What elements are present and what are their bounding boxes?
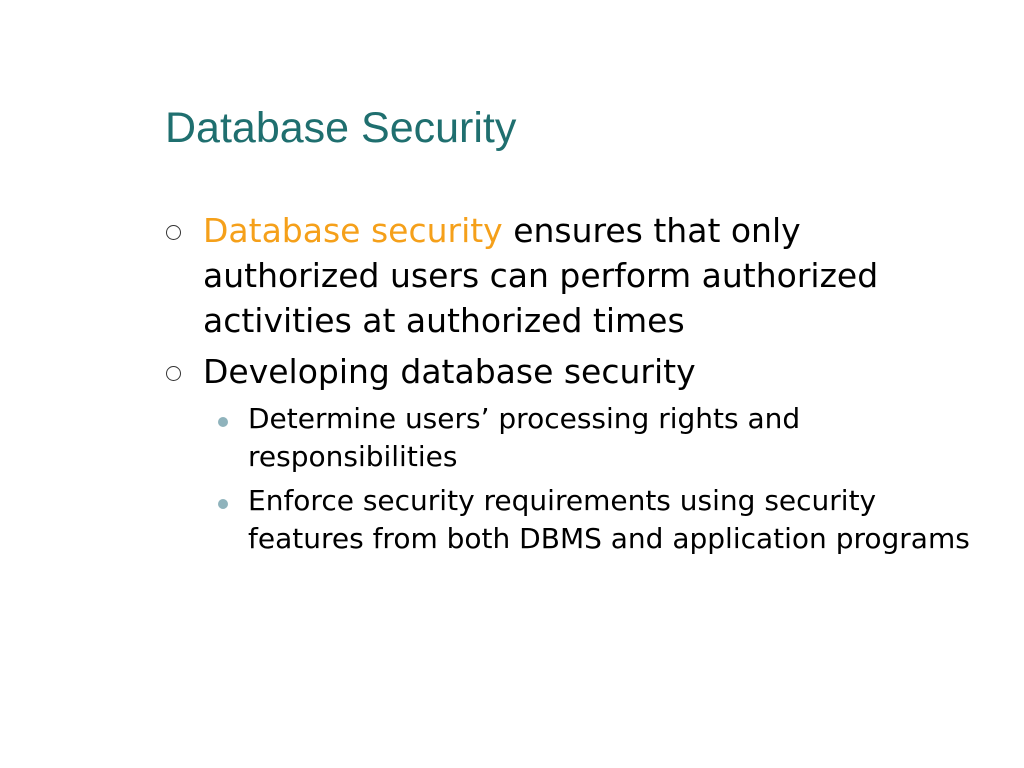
highlight-term: Database security (203, 211, 503, 250)
sub-bullet-text: Determine users’ processing rights and r… (248, 402, 801, 473)
bullet-text: ensures that only authorized users can p… (203, 211, 879, 340)
bullet-text: Developing database security (203, 352, 696, 391)
bullet-database-security: Database security ensures that only auth… (163, 208, 983, 343)
dot-bullet-icon (218, 499, 228, 509)
sub-bullet-processing-rights: Determine users’ processing rights and r… (218, 400, 983, 476)
sub-bullet-text: Enforce security requirements using secu… (248, 484, 970, 555)
slide-title: Database Security (165, 104, 517, 152)
sub-bullet-list: Determine users’ processing rights and r… (163, 400, 983, 558)
dot-bullet-icon (218, 417, 228, 427)
bullet-developing-security: Developing database security (163, 349, 983, 394)
hollow-circle-bullet-icon (166, 225, 181, 240)
slide-body: Database security ensures that only auth… (163, 208, 983, 564)
sub-bullet-enforce-requirements: Enforce security requirements using secu… (218, 482, 983, 558)
hollow-circle-bullet-icon (166, 366, 181, 381)
